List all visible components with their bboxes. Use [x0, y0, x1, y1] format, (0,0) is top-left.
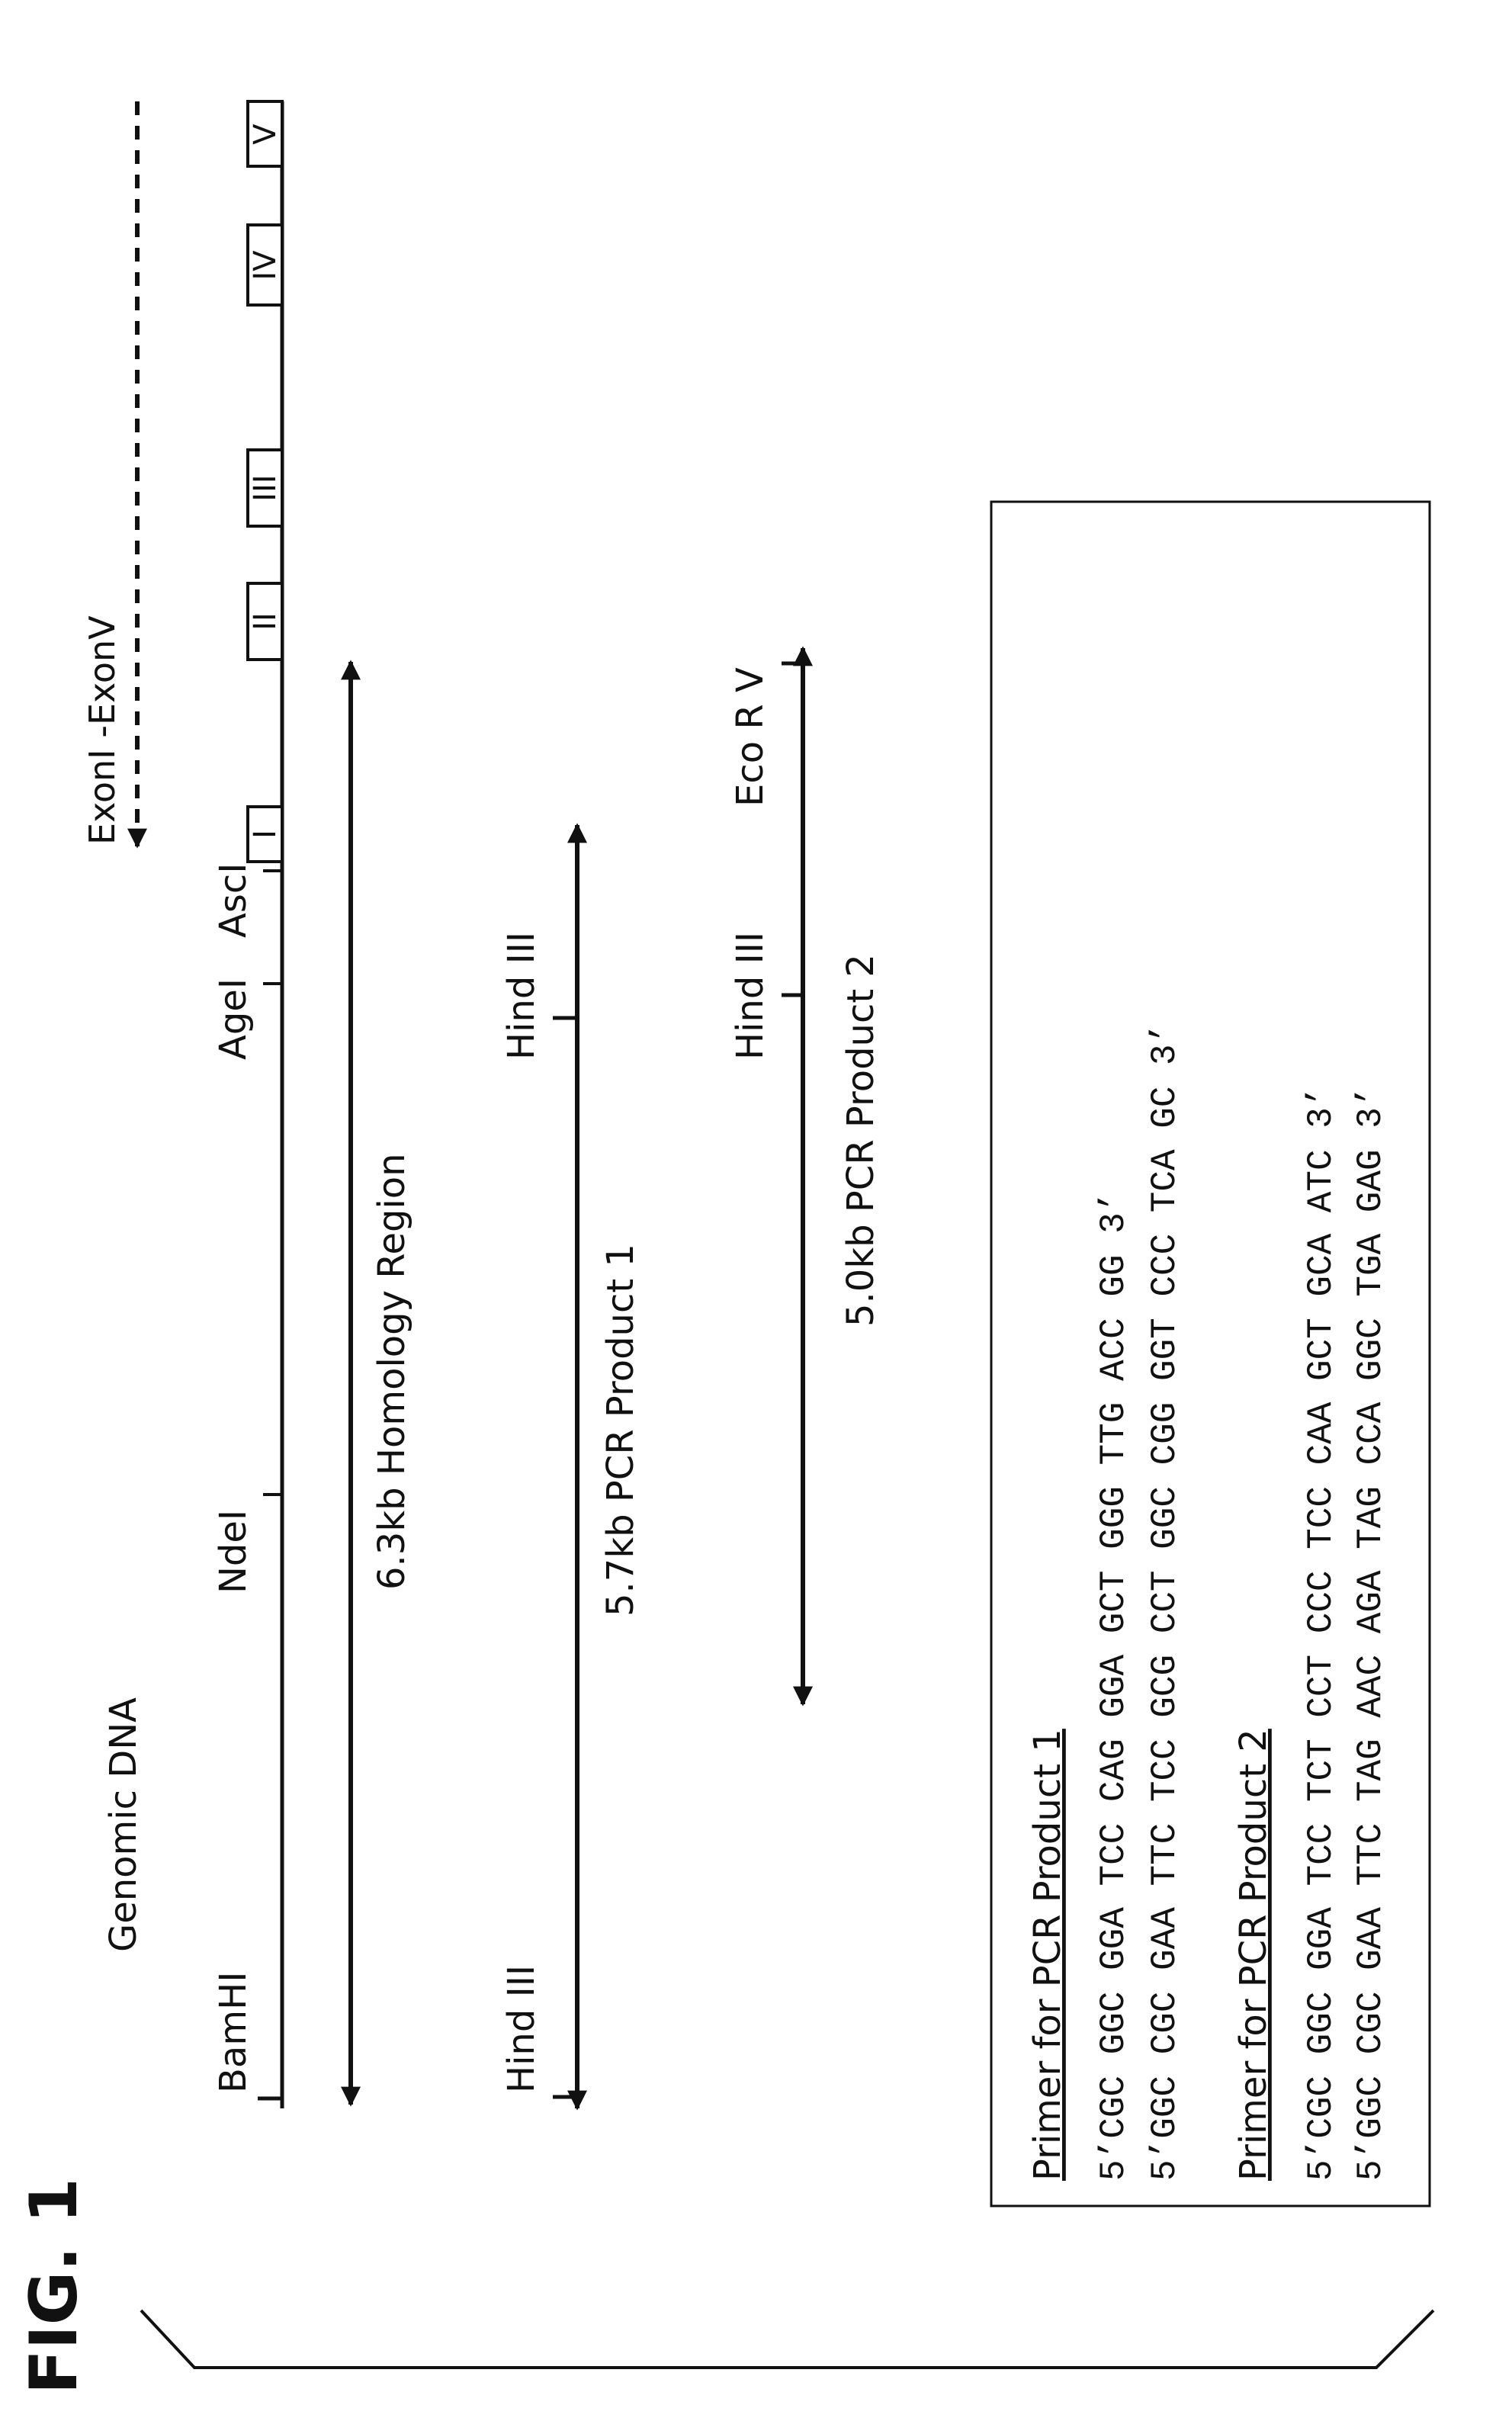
primer-heading-2: Primer for PCR Product 2 — [1232, 1729, 1275, 2181]
pcr-product-1-label: 5.7kb PCR Product 1 — [599, 1244, 642, 1617]
primer-2-reverse: 5’GGC CGC GAA TTC TAG AAC AGA TAG CCA GG… — [1351, 1087, 1391, 2181]
primer-heading-1: Primer for PCR Product 1 — [1026, 1729, 1069, 2181]
exon-5: V — [248, 101, 283, 166]
pcr-product-2-label: 5.0kb PCR Product 2 — [839, 954, 882, 1327]
pcr1-hind3-right-label: Hind III — [500, 932, 543, 1060]
exon-3: III — [248, 450, 283, 526]
ndei-label: NdeI — [212, 1510, 255, 1594]
figure-label: FIG. 1 — [16, 2178, 92, 2394]
genomic-dna-label: Genomic DNA — [102, 1697, 145, 1952]
primer-1-forward: 5’CGC GGC GGA TCC CAG GGA GCT GGG TTG AC… — [1094, 1192, 1134, 2181]
primer-2-forward: 5’CGC GGC GGA TCC TCT CCT CCC TCC CAA GC… — [1302, 1087, 1341, 2181]
exon-4: IV — [248, 225, 283, 305]
exon-1: I — [248, 807, 283, 862]
asci-label: AscI — [212, 863, 255, 938]
svg-text:III: III — [248, 474, 283, 501]
svg-text:I: I — [248, 830, 283, 839]
svg-text:V: V — [248, 124, 283, 145]
exon-range-label: ExonI -ExonV — [82, 615, 123, 845]
svg-text:IV: IV — [248, 250, 283, 281]
pcr1-hind3-left-label: Hind III — [500, 1965, 543, 2093]
exon-2: II — [248, 583, 283, 660]
primer-1-reverse: 5’GGC CGC GAA TTC TCC GCG CCT GGC CGG GG… — [1145, 1023, 1185, 2181]
figure-brace — [141, 2310, 1433, 2368]
svg-text:II: II — [248, 612, 283, 631]
bamhi-label: BamHI — [212, 1972, 255, 2093]
homology-region-label: 6.3kb Homology Region — [371, 1153, 413, 1590]
ecorv-label: Eco R V — [729, 667, 772, 807]
agei-label: AgeI — [212, 978, 255, 1060]
pcr2-hind3-label: Hind III — [729, 932, 772, 1060]
